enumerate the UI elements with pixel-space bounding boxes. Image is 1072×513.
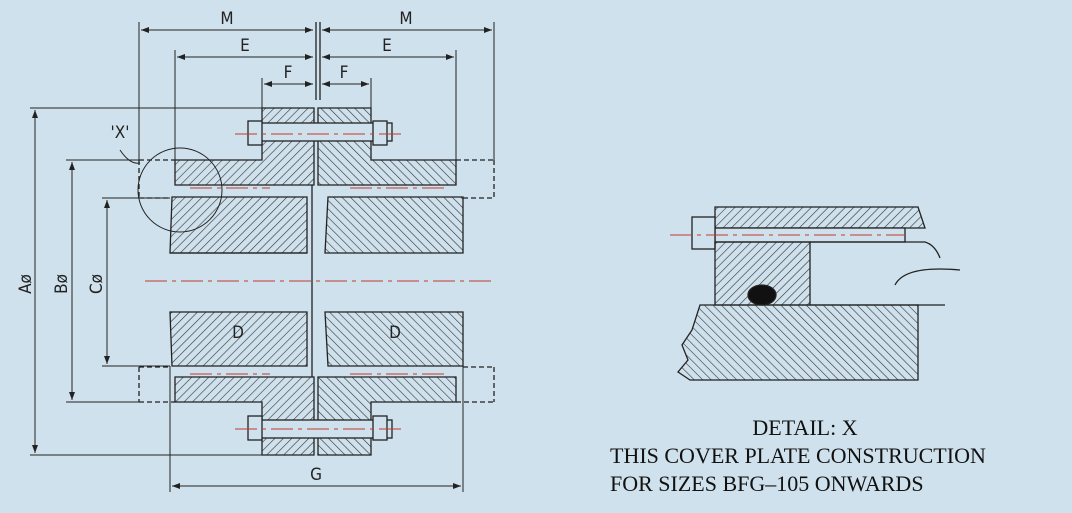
dim-d-left: D: [232, 323, 244, 343]
caption-line-2: THIS COVER PLATE CONSTRUCTION: [610, 443, 986, 468]
detail-hub: [677, 304, 919, 381]
detail-caption: DETAIL: X THIS COVER PLATE CONSTRUCTION …: [580, 414, 1050, 498]
dim-e-left: E: [240, 36, 250, 56]
centerlines: [145, 133, 492, 430]
dim-a-dia: Aø: [16, 274, 36, 294]
bolt-top: [249, 122, 393, 142]
detail-x-label: 'X': [111, 123, 130, 143]
sleeve-top-right: [317, 107, 457, 186]
sleeve-top-left: [174, 107, 315, 186]
cover-plate: [714, 206, 926, 229]
dimension-lines: [30, 22, 495, 492]
sleeve-bottom-left: [174, 376, 315, 456]
dim-f-right: F: [340, 63, 349, 83]
hub-left-bottom: [169, 311, 308, 367]
dimension-labels: M M E E F F 'X' Aø Bø Cø D D G: [16, 9, 413, 485]
hub-left-top: [169, 196, 308, 254]
dim-g: G: [310, 465, 322, 485]
caption-line-3: FOR SIZES BFG–105 ONWARDS: [610, 471, 924, 496]
detail-x-circle: [137, 147, 223, 233]
main-section-view: [119, 22, 495, 456]
caption-title: DETAIL: X: [752, 415, 858, 440]
o-ring-seal: [747, 284, 777, 306]
hub-right-top: [324, 196, 464, 254]
dim-m-right: M: [399, 9, 412, 29]
dim-f-left: F: [284, 63, 293, 83]
dim-m-left: M: [220, 9, 233, 29]
dim-b-dia: Bø: [52, 274, 72, 294]
dim-d-right: D: [389, 323, 401, 343]
detail-x-view: [670, 206, 961, 381]
dim-c-dia: Cø: [87, 274, 107, 294]
dim-e-right: E: [382, 36, 392, 56]
